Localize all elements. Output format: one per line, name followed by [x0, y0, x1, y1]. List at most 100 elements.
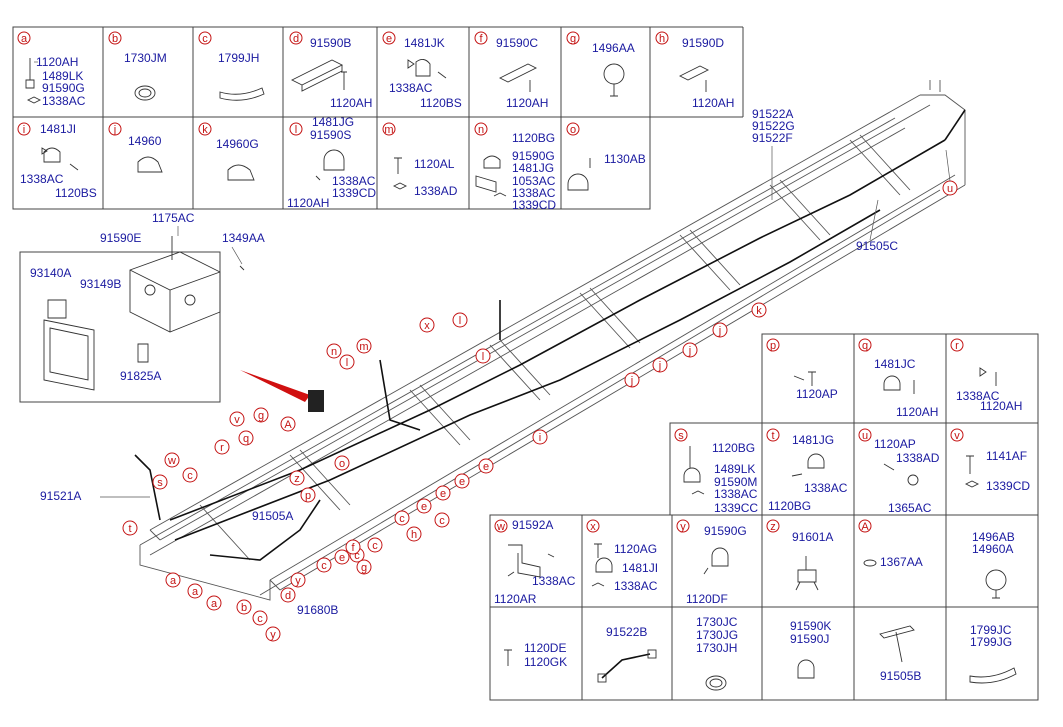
svg-text:j: j [113, 124, 116, 136]
panel-j: 14960 [128, 134, 163, 173]
bolt-icon [341, 71, 347, 90]
svg-text:g: g [258, 410, 264, 422]
bolt-icon [171, 236, 245, 271]
svg-text:o: o [570, 124, 576, 136]
panel-v: 1141AF 1339CD [964, 449, 1030, 493]
svg-text:1338AC: 1338AC [956, 389, 1000, 403]
clip-icon [979, 367, 997, 386]
panel-stud: 1120DE 1120GK [504, 641, 567, 669]
bolt-clip-icon [25, 58, 42, 104]
svg-text:e: e [440, 488, 446, 500]
svg-text:91590M: 91590M [714, 475, 757, 489]
svg-text:j: j [718, 325, 721, 337]
svg-text:m: m [359, 341, 368, 353]
panel-c: 1799JH [218, 51, 265, 101]
svg-text:b: b [241, 602, 247, 614]
svg-text:1130AB: 1130AB [604, 152, 646, 166]
svg-text:1053AC: 1053AC [512, 174, 556, 188]
panel-i: 1481JI 1338AC 1120BS [20, 122, 97, 200]
panel-A: 1367AA [863, 555, 923, 569]
svg-text:1120AP: 1120AP [874, 437, 916, 451]
clamp-icon [797, 659, 815, 679]
clamp-bracket-icon [475, 155, 507, 197]
svg-text:p: p [305, 490, 311, 502]
svg-text:y: y [680, 521, 686, 533]
svg-text:h: h [659, 33, 665, 45]
cable-tie-icon [219, 87, 265, 101]
svg-text:1349AA: 1349AA [222, 231, 265, 245]
svg-text:s: s [678, 430, 684, 442]
panel-t: 1481JG 1338AC 1120BG [768, 433, 848, 513]
bolt-nut-icon [392, 157, 408, 190]
svg-text:1481JI: 1481JI [40, 122, 76, 136]
cable-tie-icon [969, 667, 1017, 684]
svg-text:1489LK: 1489LK [42, 69, 83, 83]
svg-text:r: r [220, 442, 224, 454]
svg-text:1120BG: 1120BG [512, 131, 555, 145]
bottom-panel-callouts: p q r s t u v w x y z A [494, 338, 964, 533]
svg-text:1496AA: 1496AA [592, 41, 635, 55]
lead-wire [134, 454, 161, 521]
svg-text:e: e [483, 461, 489, 473]
panel-d: 91590B 1120AH [290, 36, 372, 110]
svg-text:j: j [688, 345, 691, 357]
svg-text:1338AC: 1338AC [332, 174, 376, 188]
svg-text:1338AC: 1338AC [614, 579, 658, 593]
svg-text:k: k [756, 305, 762, 317]
panel-k: 14960G [216, 137, 259, 181]
svg-text:93149B: 93149B [80, 277, 121, 291]
svg-text:x: x [590, 521, 596, 533]
svg-text:o: o [339, 458, 345, 470]
clamp-icon [791, 453, 825, 477]
svg-text:91505B: 91505B [880, 669, 921, 683]
clip-icon [227, 164, 255, 181]
svg-text:91590D: 91590D [682, 36, 724, 50]
svg-text:l: l [459, 315, 461, 327]
junction-box-icon [129, 251, 221, 333]
svg-text:1120AL: 1120AL [414, 157, 455, 171]
svg-text:f: f [479, 33, 483, 45]
svg-text:91590C: 91590C [496, 36, 538, 50]
svg-text:1120AH: 1120AH [980, 399, 1022, 413]
panel-91590K: 91590K 91590J [790, 619, 831, 679]
clamp-icon [591, 543, 613, 587]
svg-text:1481JC: 1481JC [874, 357, 916, 371]
svg-text:1338AC: 1338AC [389, 81, 433, 95]
panel-o: 1130AB [567, 152, 646, 191]
clamp-icon [683, 446, 705, 495]
svg-text:g: g [361, 562, 367, 574]
svg-text:e: e [339, 552, 345, 564]
svg-text:l: l [346, 357, 348, 369]
svg-text:i: i [23, 124, 25, 136]
panel-91522B: 91522B [597, 625, 657, 683]
panel-a: 1120AH 1489LK 91590G 1338AC [25, 55, 86, 108]
svg-text:c: c [354, 550, 360, 562]
pointer-arrow [240, 370, 310, 402]
svg-text:c: c [187, 470, 193, 482]
svg-text:b: b [112, 33, 118, 45]
svg-text:w: w [167, 455, 176, 467]
grommet-icon [134, 85, 156, 101]
svg-text:91680B: 91680B [297, 603, 338, 617]
svg-text:w: w [496, 521, 505, 533]
svg-text:q: q [862, 340, 868, 352]
svg-text:1481JI: 1481JI [622, 561, 658, 575]
clamp-icon [883, 375, 915, 394]
secondary-harness [174, 209, 881, 541]
svg-text:c: c [439, 515, 445, 527]
svg-text:1799JC: 1799JC [970, 623, 1012, 637]
svg-text:91590J: 91590J [790, 632, 829, 646]
svg-text:x: x [424, 320, 430, 332]
svg-text:s: s [157, 477, 163, 489]
panel-e: 1481JK 1338AC 1120BS [389, 36, 462, 110]
svg-text:1120AH: 1120AH [692, 96, 734, 110]
bracket-icon [879, 625, 915, 663]
svg-text:1120AR: 1120AR [494, 592, 537, 606]
bracket-icon [678, 65, 710, 92]
cover-plate-icon [43, 319, 95, 391]
panel-cable-tie: 1799JC 1799JG [969, 623, 1017, 684]
bolt-icon [793, 371, 816, 386]
svg-text:t: t [771, 430, 774, 442]
bracket-icon [290, 59, 344, 92]
svg-text:91522F: 91522F [752, 131, 793, 145]
